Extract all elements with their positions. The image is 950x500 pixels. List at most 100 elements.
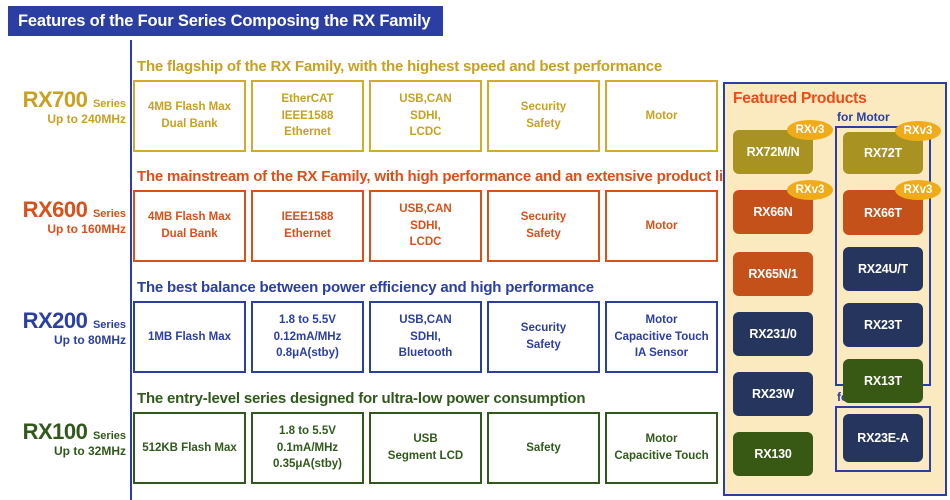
feature-line: SDHI, [410,109,441,122]
product-chip-rx65n1[interactable]: RX65N/1 [733,252,813,296]
product-chip-label: RX72T [864,146,902,160]
feature-line: IEEE1588 [281,211,334,224]
feature-cell: 512KB Flash Max [133,412,246,484]
feature-line: Motor [645,109,678,122]
feature-cell: 4MB Flash Max Dual Bank [133,190,246,262]
feature-cell: USB Segment LCD [369,412,482,484]
product-chip-rx24ut[interactable]: RX24U/T [843,247,923,291]
group-box-for-sensor [835,406,931,472]
product-chip-label: RX130 [754,447,792,461]
feature-line: Security [520,322,567,335]
group-label-for-motor: for Motor [837,110,890,124]
feature-line: 4MB Flash Max [147,101,232,114]
feature-cell: Safety [487,412,600,484]
product-chip-label: RX24U/T [857,262,908,276]
product-chip-rx2310[interactable]: RX231/0 [733,312,813,356]
feature-line: 0.12mA/MHz [273,330,342,343]
feature-line: Capacitive Touch [614,330,709,343]
product-chip-rx23t[interactable]: RX23T [843,303,923,347]
series-speed-rx600: Up to 160MHz [47,222,126,237]
product-chip-rx23w[interactable]: RX23W [733,372,813,416]
product-chip-label: RX231/0 [749,327,797,341]
series-speed-rx100: Up to 32MHz [54,444,126,459]
rxv3-badge-label: RXv3 [795,184,825,196]
feature-line: USB,CAN [399,313,452,326]
series-caption-rx100: The entry-level series designed for ultr… [137,390,586,407]
featured-products-title: Featured Products [733,90,867,107]
feature-cell: USB,CAN SDHI, Bluetooth [369,301,482,373]
product-chip-rx23ea[interactable]: RX23E-A [843,414,923,462]
feature-line: 0.8μA(stby) [276,347,339,360]
feature-cells-rx200: 1MB Flash Max 1.8 to 5.5V 0.12mA/MHz 0.8… [133,301,718,373]
series-word-rx200: Series [92,319,126,331]
series-name-rx600: RX600 [22,197,88,222]
series-name-rx100: RX100 [22,419,88,444]
feature-line: Safety [526,228,561,240]
feature-cell: 1.8 to 5.5V 0.1mA/MHz 0.35μA(stby) [251,412,364,484]
feature-line: Bluetooth [398,347,453,360]
feature-line: Dual Bank [161,228,218,240]
rxv3-badge-label: RXv3 [795,124,825,136]
product-chip-label: RX23W [751,387,795,401]
feature-line: LCDC [409,236,442,249]
rxv3-badge-label: RXv3 [903,184,933,196]
rxv3-badge: RXv3 [895,121,941,141]
feature-line: 0.35μA(stby) [272,458,343,471]
series-label-rx600: RX600 Series Up to 160MHz [0,198,126,236]
series-speed-rx200: Up to 80MHz [54,333,126,348]
feature-cell: Security Safety [487,301,600,373]
rxv3-badge: RXv3 [895,180,941,200]
product-chip-rx13t[interactable]: RX13T [843,359,923,403]
product-chip-rx72t[interactable]: RX72T [843,132,923,174]
feature-line: 4MB Flash Max [147,211,232,224]
feature-cell: Motor Capacitive Touch [605,412,718,484]
feature-cells-rx100: 512KB Flash Max 1.8 to 5.5V 0.1mA/MHz 0.… [133,412,718,484]
feature-line: Safety [526,441,561,454]
page-title-bar: Features of the Four Series Composing th… [8,6,443,36]
product-chip-rx130[interactable]: RX130 [733,432,813,476]
series-speed-rx700: Up to 240MHz [47,112,126,127]
series-caption-rx600: The mainstream of the RX Family, with hi… [137,168,758,185]
rxv3-badge: RXv3 [787,180,833,200]
feature-cell: 1.8 to 5.5V 0.12mA/MHz 0.8μA(stby) [251,301,364,373]
feature-line: Security [520,101,567,114]
feature-cell: EtherCAT IEEE1588 Ethernet [251,80,364,152]
feature-line: USB,CAN [399,92,452,105]
feature-cell: USB,CAN SDHI, LCDC [369,190,482,262]
feature-cells-rx700: 4MB Flash Max Dual Bank EtherCAT IEEE158… [133,80,718,152]
feature-cell: 1MB Flash Max [133,301,246,373]
feature-line: 1MB Flash Max [147,330,232,343]
product-chip-label: RX23E-A [857,431,909,445]
feature-line: 1.8 to 5.5V [279,313,336,326]
product-chip-label: RX23T [864,318,902,332]
feature-line: Safety [526,118,561,130]
page-title: Features of the Four Series Composing th… [18,11,431,30]
rxv3-badge-label: RXv3 [903,125,933,137]
feature-line: SDHI, [410,219,441,232]
feature-line: Motor [645,433,678,446]
product-chip-label: RX13T [864,374,902,388]
series-name-rx700: RX700 [22,87,88,112]
feature-cell: Motor Capacitive Touch IA Sensor [605,301,718,373]
series-word-rx600: Series [92,208,126,220]
series-label-rx200: RX200 Series Up to 80MHz [0,309,126,347]
rxv3-badge: RXv3 [787,120,833,140]
feature-line: Dual Bank [161,118,218,130]
series-caption-rx200: The best balance between power efficienc… [137,279,594,296]
series-name-rx200: RX200 [22,308,88,333]
feature-line: Ethernet [284,126,331,139]
product-chip-label: RX66N [753,205,793,219]
feature-line: IEEE1588 [281,109,334,122]
feature-line: SDHI, [410,330,441,343]
feature-line: Motor [645,219,678,232]
feature-cell: Motor [605,80,718,152]
series-word-rx100: Series [92,430,126,442]
product-chip-label: RX66T [864,205,902,220]
feature-line: 1.8 to 5.5V [279,424,336,437]
feature-line: Ethernet [284,228,331,240]
feature-line: 512KB Flash Max [142,441,237,454]
featured-products-panel: Featured Products for Motor for Sensor R… [723,82,947,496]
series-label-rx100: RX100 Series Up to 32MHz [0,420,126,458]
feature-line: USB,CAN [399,202,452,215]
feature-cell: USB,CAN SDHI, LCDC [369,80,482,152]
